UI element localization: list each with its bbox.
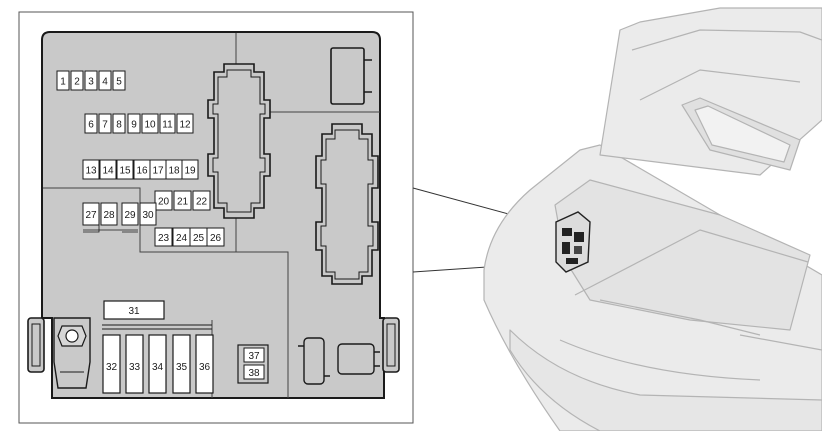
fuse-33: 33 [125, 334, 144, 394]
fuse-19: 19 [181, 159, 199, 180]
fuse-29-label: 29 [124, 210, 136, 221]
fuse-11-label: 11 [162, 120, 173, 131]
relay-bottom-2 [337, 343, 380, 375]
fuse-18: 18 [165, 159, 183, 180]
relay-block-center [207, 63, 271, 219]
fuse-1: 1 [56, 70, 70, 91]
fuse-1-label: 1 [60, 77, 66, 88]
fuse-34-label: 34 [152, 362, 164, 373]
right-clip [382, 317, 400, 373]
fuse-28: 28 [100, 202, 118, 226]
fuse-5: 5 [112, 70, 126, 91]
fuse-23-label: 23 [158, 233, 170, 244]
fuse-27: 27 [82, 202, 100, 226]
fuse-10-label: 10 [144, 120, 156, 131]
fuse-9: 9 [127, 113, 141, 134]
fuse-16: 16 [133, 159, 151, 180]
fuse-36-label: 36 [199, 362, 211, 373]
fuse-2-label: 2 [74, 77, 80, 88]
fuse-12-label: 12 [179, 120, 191, 131]
fuse-row-27-30: 27 28 29 30 [82, 202, 157, 233]
fuse-14: 14 [99, 159, 117, 180]
fuse-25: 25 [189, 227, 208, 247]
fuse-37-label: 37 [248, 351, 260, 362]
fuse-18-label: 18 [168, 166, 180, 177]
fuse-21: 21 [173, 190, 192, 211]
left-clip [27, 317, 45, 373]
fuse-31-label: 31 [128, 306, 140, 317]
fuse-7-label: 7 [102, 120, 108, 131]
relay-top-right [330, 47, 365, 105]
fuse-row-32-36: 32 33 34 35 36 [102, 334, 214, 394]
fuse-row-6-12: 6 7 8 9 10 11 12 [84, 113, 194, 134]
fuse-20: 20 [154, 190, 173, 211]
fuse-21-label: 21 [177, 197, 189, 208]
fuse-15: 15 [116, 159, 134, 180]
fuse-35: 35 [172, 334, 191, 394]
fuse-32: 32 [102, 334, 121, 394]
fuse-8: 8 [112, 113, 126, 134]
fuse-22-label: 22 [196, 197, 208, 208]
relay-bottom-1 [298, 337, 330, 385]
fuse-row-1-5: 1 2 3 4 5 [56, 70, 126, 91]
fuse-16-label: 16 [136, 166, 148, 177]
fuse-13: 13 [82, 159, 100, 180]
fuse-29: 29 [121, 202, 139, 226]
fuse-17-label: 17 [152, 166, 164, 177]
fuse-13-label: 13 [85, 166, 97, 177]
relay-block-right [315, 123, 379, 285]
fuse-23: 23 [154, 227, 173, 247]
fuse-box-panel: 1 2 3 4 5 6 7 8 9 10 11 12 13 14 15 16 1… [27, 31, 400, 399]
fuse-2: 2 [70, 70, 84, 91]
fuse-26: 26 [206, 227, 225, 247]
car-trunk-illustration [483, 7, 822, 432]
fuse-7: 7 [98, 113, 112, 134]
fuse-3: 3 [84, 70, 98, 91]
fuse-6: 6 [84, 113, 98, 134]
fuse-4: 4 [98, 70, 112, 91]
fuse-20-label: 20 [158, 197, 170, 208]
fuse-block-37-38: 37 38 [237, 344, 269, 384]
fuse-30-label: 30 [142, 210, 154, 221]
fuse-row-23-26: 23 24 25 26 [154, 227, 225, 247]
fuse-37: 37 [243, 347, 265, 363]
fuse-3-label: 3 [88, 77, 94, 88]
fuse-38-label: 38 [248, 368, 260, 379]
fuse-9-label: 9 [131, 120, 137, 131]
fuse-36: 36 [195, 334, 214, 394]
fuse-row-20-22: 20 21 22 [154, 190, 211, 211]
fuse-26-label: 26 [210, 233, 222, 244]
fuse-33-label: 33 [129, 362, 141, 373]
fuse-28-label: 28 [103, 210, 115, 221]
fuse-5-label: 5 [116, 77, 122, 88]
fuse-27-label: 27 [85, 210, 97, 221]
fuse-38: 38 [243, 364, 265, 380]
fuse-17: 17 [149, 159, 167, 180]
fuse-34: 34 [148, 334, 167, 394]
fuse-24: 24 [172, 227, 191, 247]
fuse-30: 30 [139, 202, 157, 226]
fuse-box-location-icon [555, 211, 591, 273]
fuse-15-label: 15 [119, 166, 131, 177]
fuse-24-label: 24 [176, 233, 188, 244]
fuse-14-label: 14 [102, 166, 114, 177]
fuse-6-label: 6 [88, 120, 94, 131]
fuse-row-13-19: 13 14 15 16 17 18 19 [82, 159, 199, 180]
fuse-32-label: 32 [106, 362, 118, 373]
bolt-icon [53, 317, 91, 389]
fuse-10: 10 [141, 113, 159, 134]
fuse-12: 12 [176, 113, 194, 134]
fuse-8-label: 8 [116, 120, 122, 131]
fuse-35-label: 35 [176, 362, 188, 373]
fuse-19-label: 19 [184, 166, 196, 177]
fuse-11: 11 [159, 113, 176, 134]
fuse-4-label: 4 [102, 77, 108, 88]
fuse-22: 22 [192, 190, 211, 211]
fuse-31: 31 [103, 300, 165, 320]
fuse-25-label: 25 [193, 233, 205, 244]
